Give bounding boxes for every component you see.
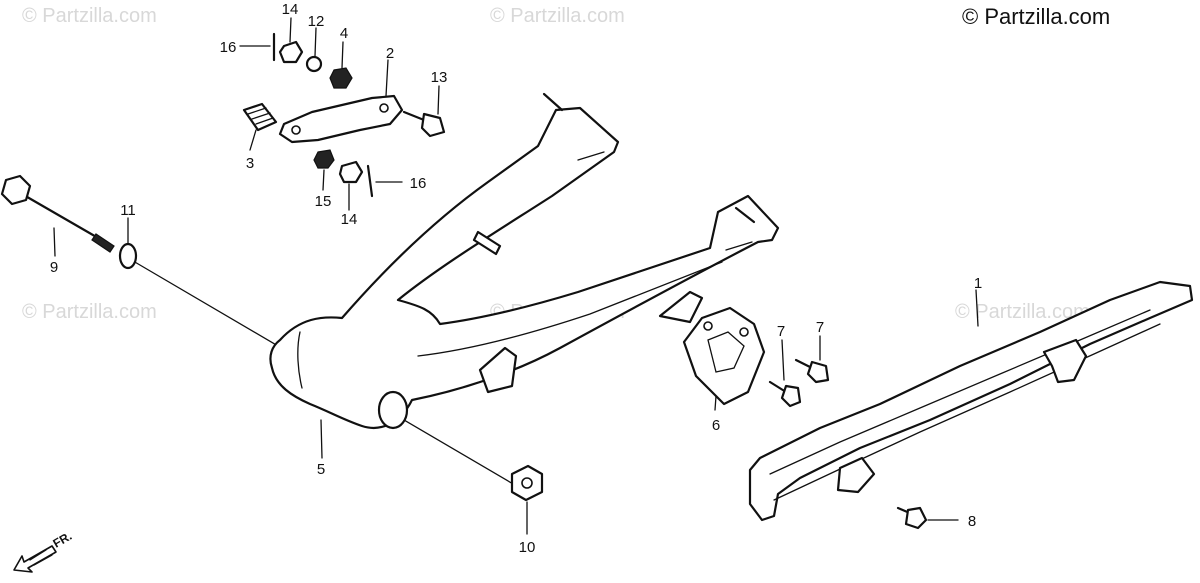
pivot-bushing: [377, 390, 409, 430]
chain-adjuster-plate[interactable]: [278, 94, 404, 144]
cotter-pin[interactable]: [366, 164, 374, 198]
callout-12: 12: [308, 13, 325, 30]
swingarm-tab: [658, 290, 704, 324]
spring[interactable]: [242, 102, 278, 132]
callout-3: 3: [246, 155, 254, 172]
callout-8: 8: [968, 513, 976, 530]
callout-16b: 16: [410, 175, 427, 192]
watermark-text: © Partzilla.com: [955, 301, 1090, 323]
swingarm-bracket: [478, 346, 518, 394]
swingarm[interactable]: [269, 92, 780, 430]
callout-16a: 16: [220, 39, 237, 56]
watermark-text: © Partzilla.com: [22, 5, 157, 27]
axle-stud: [734, 206, 756, 224]
mount-stud: [472, 230, 502, 256]
callout-6: 6: [712, 417, 720, 434]
front-direction-arrow: FR.: [13, 529, 75, 573]
callout-10: 10: [519, 539, 536, 556]
callout-4: 4: [340, 25, 348, 42]
watermark-text: © Partzilla.com: [22, 301, 157, 323]
leader-lines: [53, 17, 979, 535]
callout-14b: 14: [341, 211, 358, 228]
pivot-bolt[interactable]: [0, 174, 115, 253]
nut[interactable]: [278, 40, 304, 64]
chain-guard-tab: [836, 456, 876, 494]
bolt[interactable]: [402, 110, 446, 138]
chain-guard[interactable]: [748, 280, 1194, 522]
callout-7a: 7: [777, 323, 785, 340]
chain-guard-bracket: [1042, 338, 1088, 384]
axle-stud: [542, 92, 564, 112]
callout-14a: 14: [282, 1, 299, 18]
washer[interactable]: [305, 55, 323, 73]
callout-15: 15: [315, 193, 332, 210]
watermark-text: © Partzilla.com: [490, 5, 625, 27]
callout-labels: 1 2 3 4 5 6 7 7 8 9 10 11 12 13 14 14 15…: [50, 1, 982, 556]
copyright-text: © Partzilla.com: [962, 4, 1110, 29]
bolt[interactable]: [896, 506, 928, 530]
callout-11: 11: [120, 202, 136, 219]
callout-5: 5: [317, 461, 325, 478]
callout-13: 13: [431, 69, 448, 86]
bolt[interactable]: [794, 358, 830, 384]
lock-washer[interactable]: [329, 67, 353, 89]
callout-1: 1: [974, 275, 982, 292]
nut[interactable]: [338, 160, 364, 184]
front-marker-label: FR.: [51, 529, 75, 551]
nut[interactable]: [313, 149, 335, 169]
flange-nut[interactable]: [510, 464, 544, 502]
bolt[interactable]: [768, 380, 802, 408]
washer[interactable]: [118, 242, 138, 270]
callout-9: 9: [50, 259, 58, 276]
callout-7b: 7: [816, 319, 824, 336]
chain-slider[interactable]: [682, 306, 766, 406]
callout-2: 2: [386, 45, 394, 62]
